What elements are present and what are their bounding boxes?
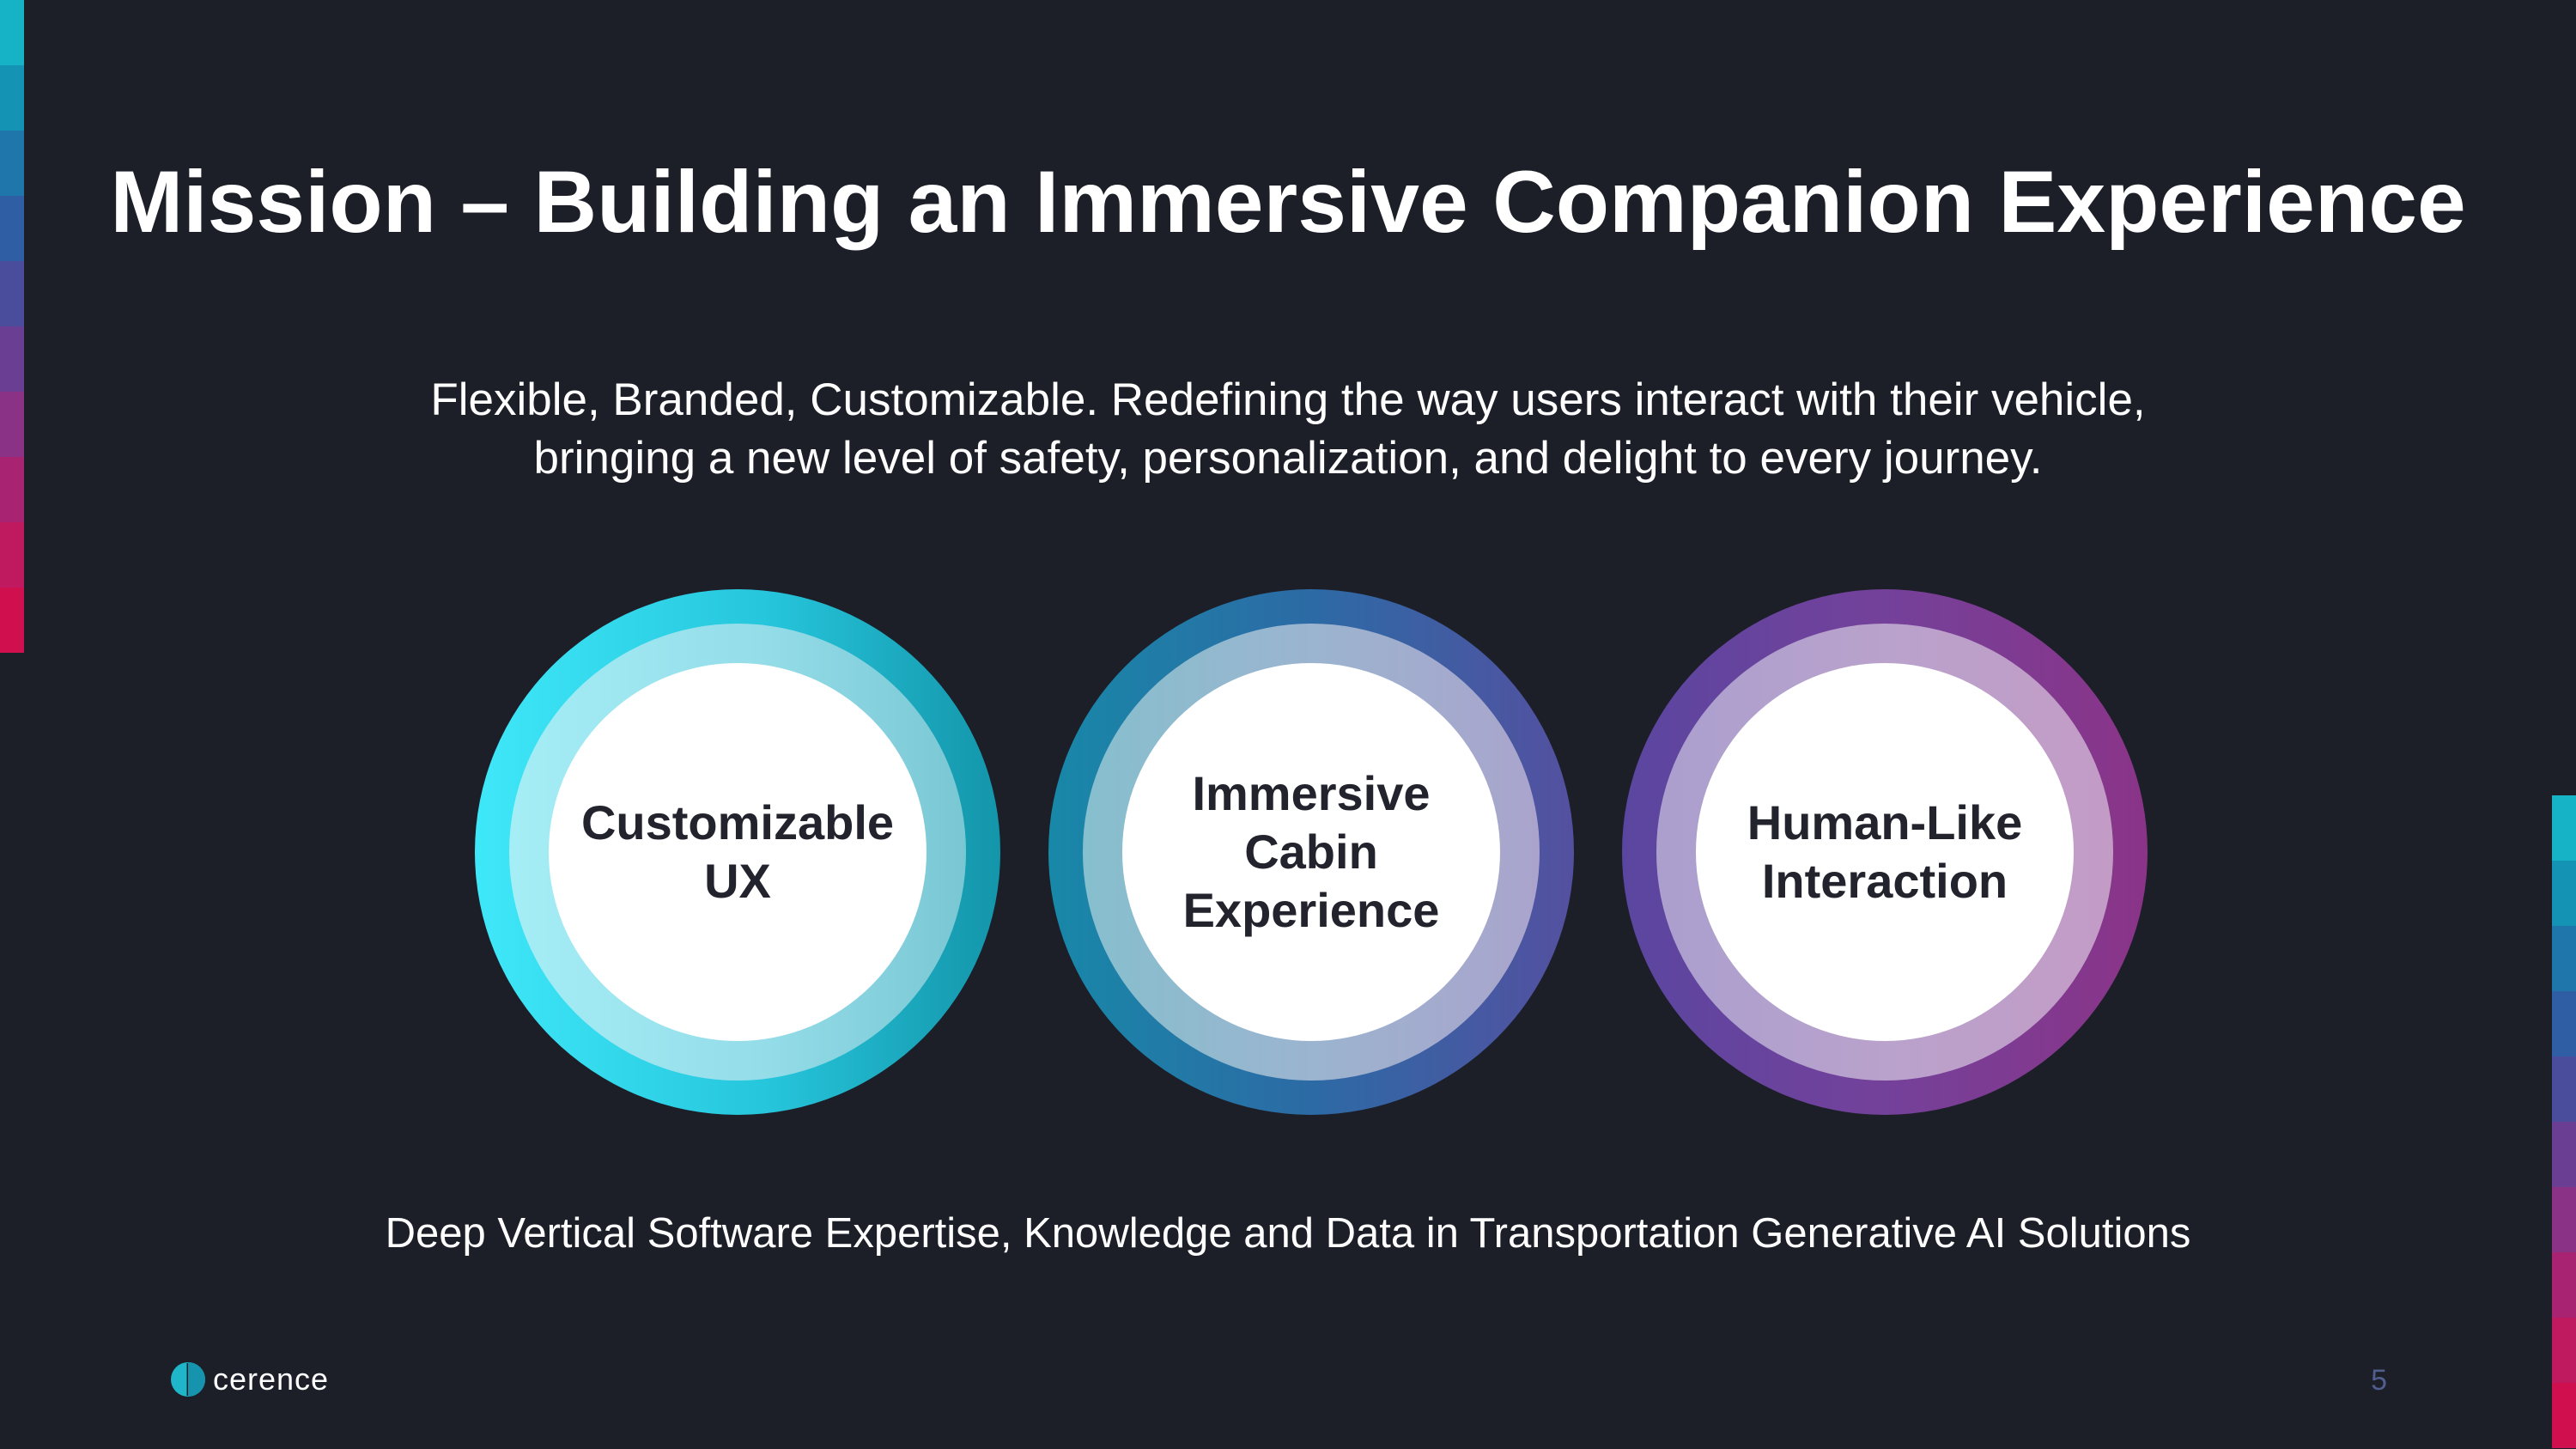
- cerence-logo: cerence: [170, 1361, 329, 1397]
- cerence-logo-icon: [171, 1362, 205, 1397]
- page-number: 5: [2371, 1364, 2387, 1397]
- right-accent-strip: [2552, 795, 2576, 1448]
- subtitle-line-1: Flexible, Branded, Customizable. Redefin…: [430, 374, 2146, 425]
- pillar-circle-human-like: Human-Like Interaction: [1622, 589, 2148, 1115]
- slide-subtitle: Flexible, Branded, Customizable. Redefin…: [258, 371, 2318, 488]
- pillar-label: Customizable UX: [580, 795, 895, 908]
- slide-title: Mission – Building an Immersive Companio…: [110, 153, 2466, 251]
- pillar-label: Human-Like Interaction: [1747, 795, 2023, 908]
- left-accent-strip: [0, 0, 24, 653]
- subtitle-line-2: bringing a new level of safety, personal…: [533, 433, 2043, 484]
- pillar-inner: Immersive Cabin Experience: [1122, 663, 1500, 1041]
- slide-tagline: Deep Vertical Software Expertise, Knowle…: [385, 1210, 2191, 1257]
- pillar-label: Immersive Cabin Experience: [1182, 766, 1440, 937]
- pillar-inner: Human-Like Interaction: [1696, 663, 2074, 1041]
- logo-text: cerence: [213, 1361, 330, 1397]
- pillar-circle-customizable-ux: Customizable UX: [475, 589, 1000, 1115]
- pillar-inner: Customizable UX: [549, 663, 927, 1041]
- pillar-circle-immersive-cabin: Immersive Cabin Experience: [1048, 589, 1574, 1115]
